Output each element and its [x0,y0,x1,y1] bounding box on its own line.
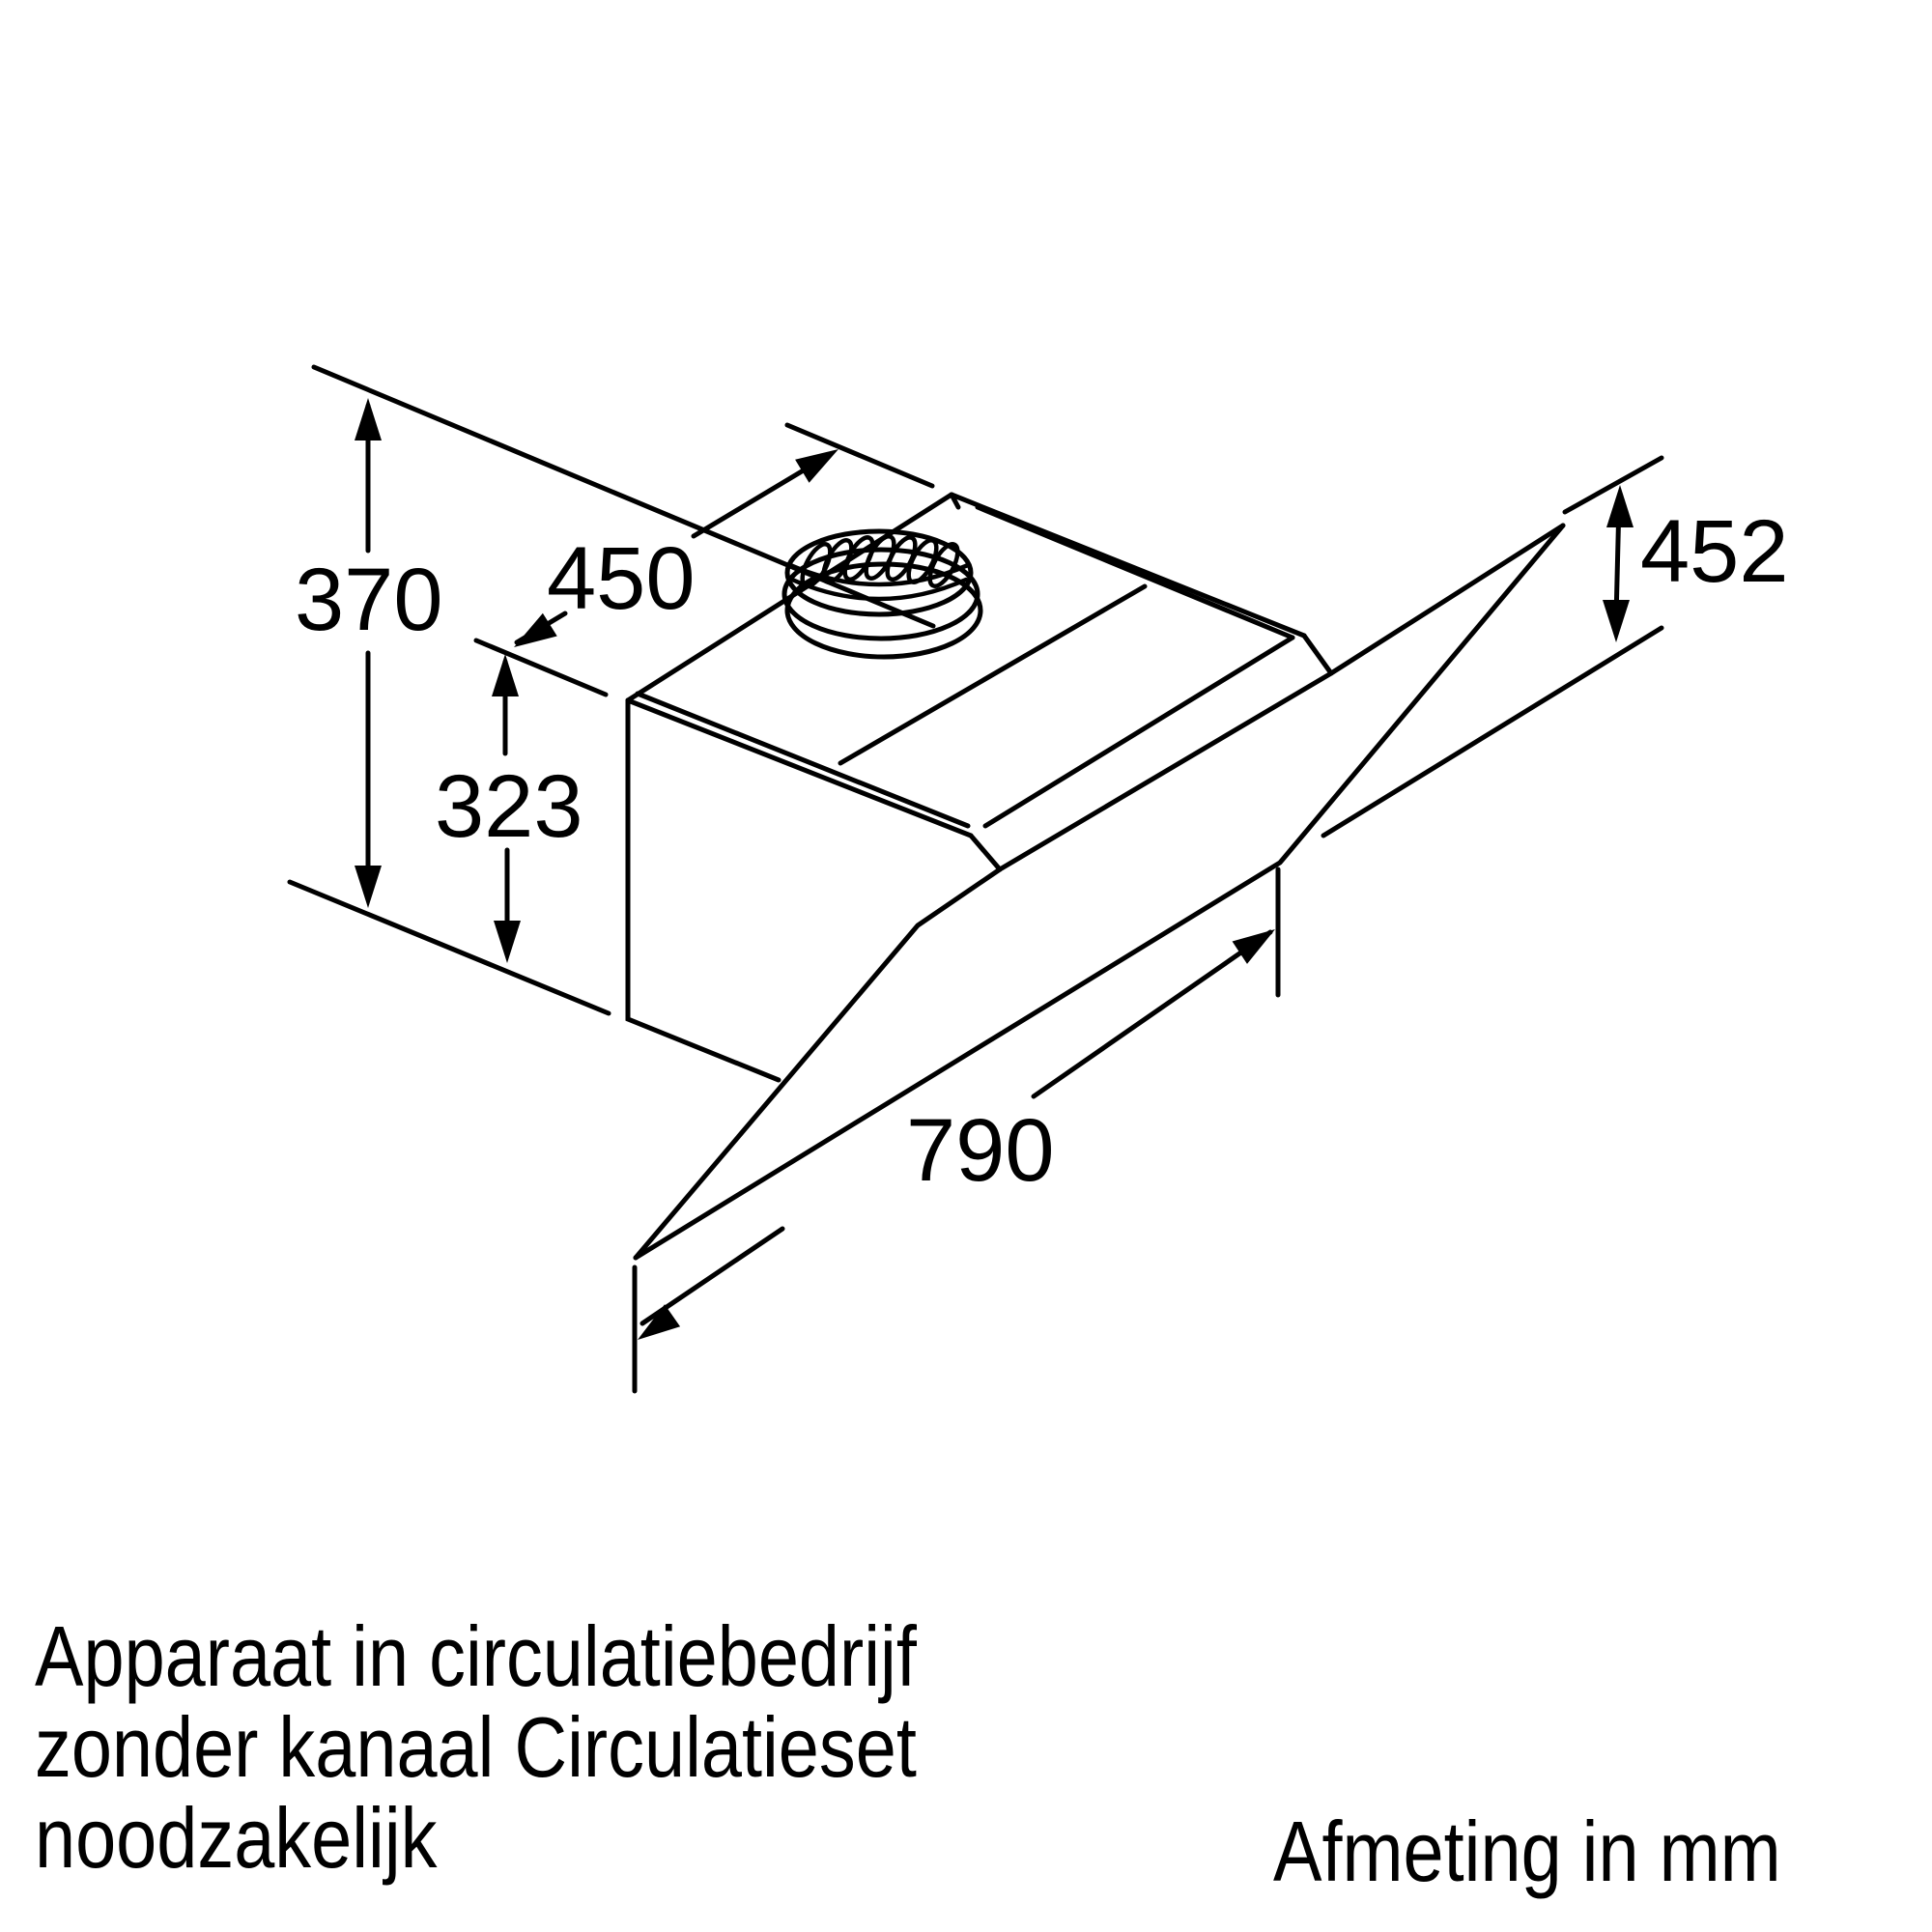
ext-line-bottom [287,879,611,1016]
ext-line-450-back [784,422,935,489]
dim-line-790-right [1031,929,1273,1099]
arrowhead-450-back [795,449,838,483]
box-trim-inner-back [975,504,1295,640]
filter-inner-arc [789,577,969,602]
arrowhead-370-up [355,398,382,440]
box-front-left-edge [625,697,781,1083]
dim-label-chimney-height: 323 [435,757,583,856]
dim-label-total-height: 370 [295,551,443,649]
arrowhead-452-down [1603,600,1630,642]
canopy-top-edge [997,523,1566,872]
canopy-left-edge [633,867,1003,1261]
filter-vane [864,534,896,581]
arrowhead-323-up [492,654,519,696]
box-top-front-edge [625,697,974,838]
caption-line: Apparaat in circulatiebedrijf [35,1608,917,1704]
filter-base-ring [784,561,983,660]
arrowhead-790-right [1232,929,1275,964]
arrowhead-452-up [1606,485,1634,527]
dimension-lines [287,364,1664,1394]
arrowhead-790-left [638,1304,681,1340]
dim-label-glass-height: 452 [1640,502,1789,601]
ext-line-top [311,364,936,629]
box-top-front-right [982,635,1295,829]
caption-line: zonder kanaal Circulatieset [35,1699,917,1795]
box-right-corner [1301,633,1334,676]
box-trim-inner-edge [635,691,971,829]
operation-mode-caption: Apparaat in circulatiebedrijf zonder kan… [35,1611,917,1884]
arrowhead-323-down [494,921,521,963]
box-front-corner [968,833,1003,872]
arrowhead-370-down [355,866,382,908]
filter-top-ring [784,528,974,617]
dim-label-width: 790 [906,1101,1055,1200]
arrowhead-450-front [514,612,557,647]
ext-line-452-top [1562,455,1664,515]
canopy-right-lower-edge [633,523,1566,1261]
unit-note: Afmeting in mm [1273,1804,1781,1899]
box-top-panel-divider [838,583,1148,766]
ext-line-452-bottom [1321,625,1664,838]
hood-body [625,492,1566,1261]
caption-line: noodzakelijk [35,1790,438,1886]
circulation-filter-icon [781,528,983,660]
dim-label-depth: 450 [547,529,696,628]
box-corner [949,492,961,510]
filter-mid-ring [781,547,980,641]
ext-line-323-top [473,638,609,697]
